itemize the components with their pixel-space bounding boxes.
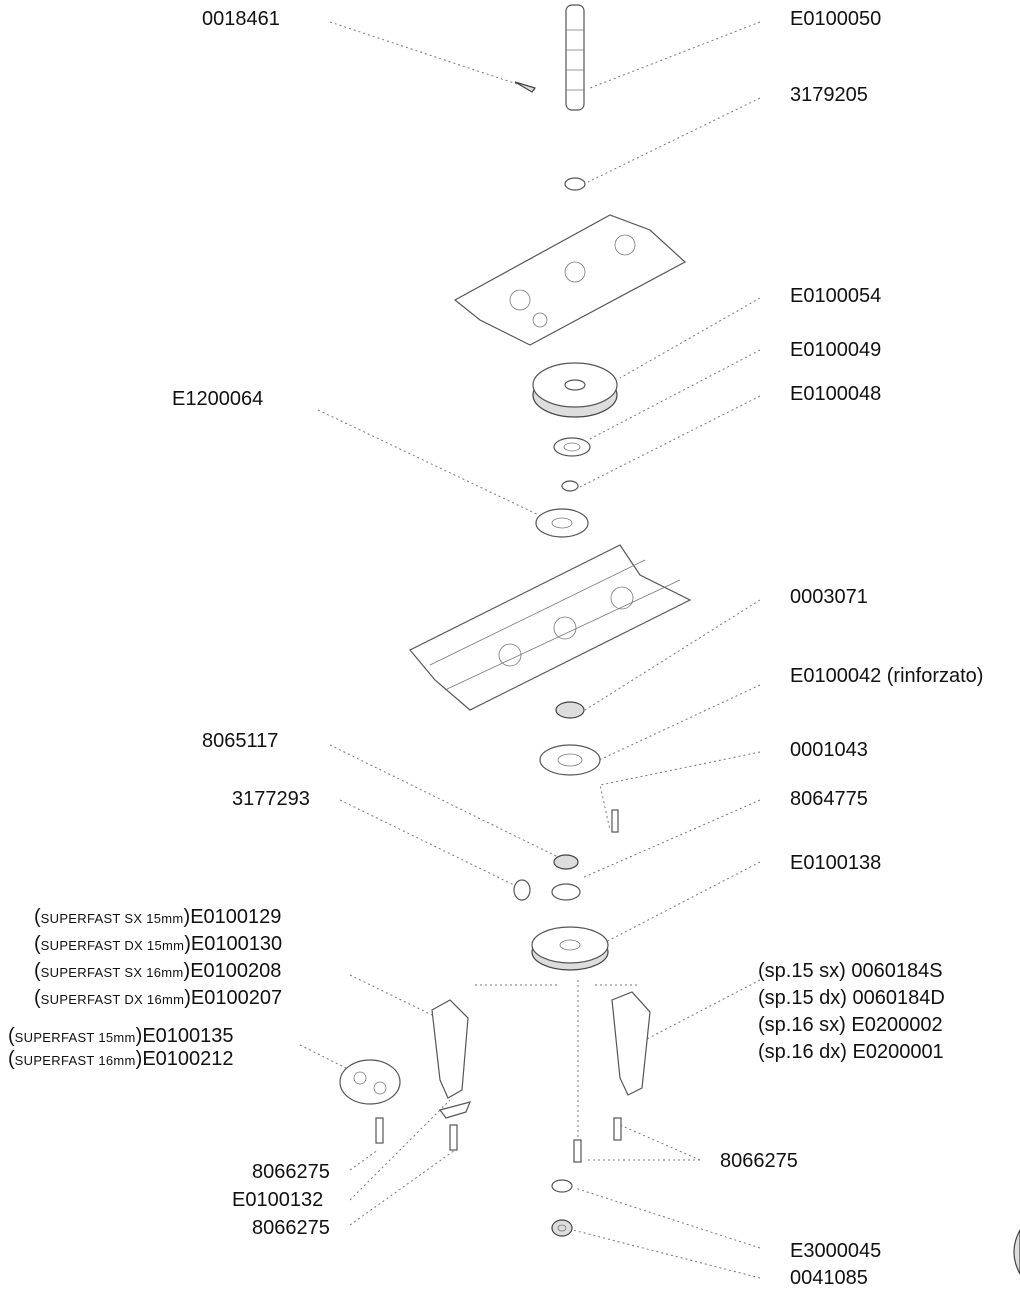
large-washer-part xyxy=(535,508,589,538)
nut-part xyxy=(551,1219,573,1237)
variant-label: (SUPERFAST 15mm)E0100135 xyxy=(8,1025,234,1047)
small-screw-part xyxy=(611,809,619,833)
part-label: (sp.16 sx) E0200002 xyxy=(758,1014,943,1036)
left-hub-part xyxy=(339,1059,401,1105)
ring-part xyxy=(561,480,579,492)
washer-part xyxy=(553,437,591,457)
part-label: 0018461 xyxy=(202,8,280,30)
part-label: 8066275 xyxy=(720,1150,798,1172)
part-label: (sp.15 dx) 0060184D xyxy=(758,987,945,1009)
part-label: 8064775 xyxy=(790,788,868,810)
part-label: 0001043 xyxy=(790,739,868,761)
shaft-part xyxy=(514,4,585,111)
part-label: E0100050 xyxy=(790,8,882,30)
clip-part xyxy=(438,1101,472,1119)
part-label: 0041085 xyxy=(790,1267,868,1289)
part-label: E0100138 xyxy=(790,852,882,874)
part-label: 8066275 xyxy=(252,1161,330,1183)
part-label: (sp.15 sx) 0060184S xyxy=(758,960,943,982)
variant-label: (SUPERFAST DX 15mm)E0100130 xyxy=(34,933,283,955)
part-label: E0100132 xyxy=(232,1189,324,1211)
part-label: 8066275 xyxy=(252,1217,330,1239)
part-label: E0100042 (rinforzato) xyxy=(790,665,984,687)
screw-part xyxy=(375,1117,384,1144)
part-label: 3179205 xyxy=(790,84,868,106)
screw-part xyxy=(613,1117,622,1141)
variant-label: (SUPERFAST DX 16mm)E0100207 xyxy=(34,987,283,1009)
variant-label: (SUPERFAST 16mm)E0100212 xyxy=(8,1048,234,1070)
edge-bracket-mark xyxy=(1013,1229,1020,1275)
part-label: E0100049 xyxy=(790,339,882,361)
pin-part xyxy=(513,879,531,901)
part-label: E0100048 xyxy=(790,383,882,405)
part-label: E1200064 xyxy=(172,388,264,410)
part-label: 8065117 xyxy=(202,730,279,752)
rotor-disc-part xyxy=(531,926,609,971)
part-label: 3177293 xyxy=(232,788,310,810)
screw-part xyxy=(573,1139,582,1163)
lower-plate-part xyxy=(409,544,692,711)
bearing-part xyxy=(555,701,585,719)
part-label: E3000045 xyxy=(790,1240,882,1262)
variant-label: (SUPERFAST SX 15mm)E0100129 xyxy=(34,906,282,928)
part-label: 0003071 xyxy=(790,586,868,608)
variant-label: (SUPERFAST SX 16mm)E0100208 xyxy=(34,960,282,982)
bottom-washer-part xyxy=(551,1179,573,1193)
cap-part xyxy=(551,883,581,901)
leader-lines xyxy=(299,21,761,1279)
flange-part xyxy=(539,744,601,776)
upper-plate-part xyxy=(453,214,687,346)
part-label: E0100054 xyxy=(790,285,882,307)
small-washer-part xyxy=(564,177,586,191)
gear-part xyxy=(532,362,618,418)
left-blade-part xyxy=(431,999,469,1099)
screw-part xyxy=(449,1124,458,1151)
part-label: (sp.16 dx) E0200001 xyxy=(758,1041,944,1063)
right-blade-part xyxy=(611,991,651,1096)
o-ring-part xyxy=(553,854,579,870)
